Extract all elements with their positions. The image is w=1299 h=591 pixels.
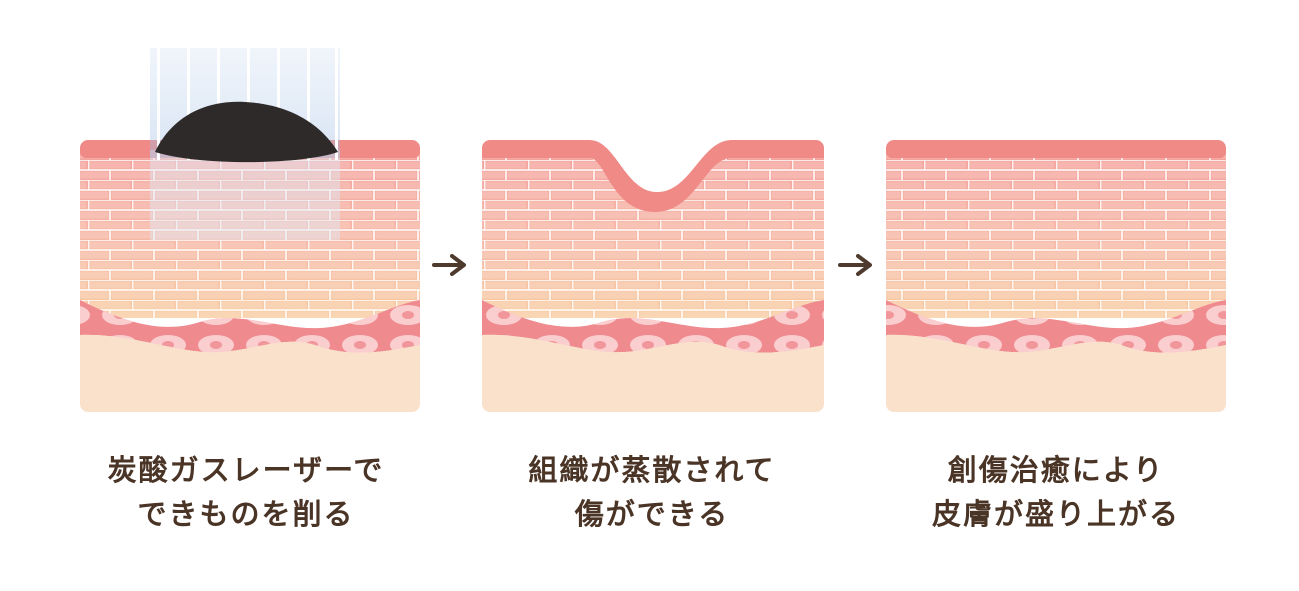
step-1-caption-line-1: 炭酸ガスレーザーで (107, 453, 385, 487)
skin-panel-wound (482, 140, 824, 412)
step-3-caption-line-2: 皮膚が盛り上がる (931, 497, 1180, 531)
step-2-caption-line-1: 組織が蒸散されて (528, 453, 776, 487)
dermis-layer (886, 334, 1226, 412)
skin-panel-laser (80, 48, 420, 412)
arrow-right-icon (838, 254, 872, 276)
step-3-caption-line-1: 創傷治癒により (947, 453, 1165, 487)
step-2-caption-line-2: 傷ができる (574, 497, 730, 531)
lesion (155, 101, 338, 163)
dermis-layer (482, 334, 824, 412)
stratum-corneum (886, 140, 1226, 158)
stratum-corneum (482, 140, 824, 212)
dermis-layer (80, 334, 420, 412)
step-1-caption: 炭酸ガスレーザーで できものを削る (66, 448, 426, 536)
arrow-right-icon (432, 254, 466, 276)
step-1-caption-line-2: できものを削る (137, 497, 355, 531)
step-3-caption: 創傷治癒により 皮膚が盛り上がる (876, 448, 1236, 536)
step-2-caption: 組織が蒸散されて 傷ができる (472, 448, 832, 536)
skin-panel-healed (886, 140, 1226, 412)
